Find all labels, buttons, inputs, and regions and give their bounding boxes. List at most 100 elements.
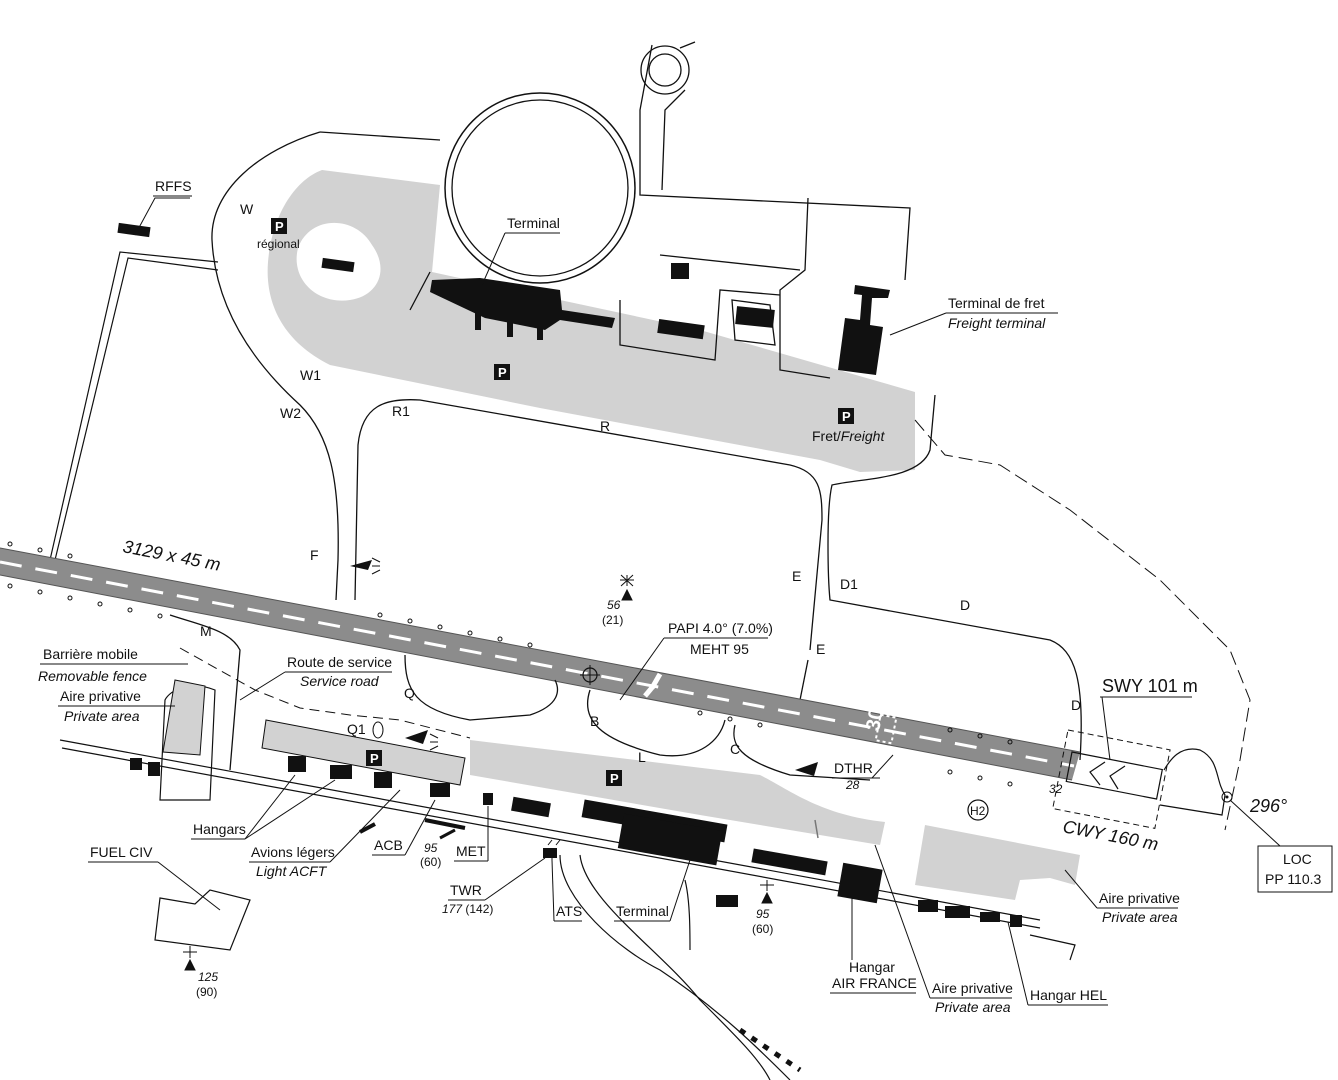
- obstacle-icon: [760, 880, 774, 904]
- runway-edge-n: [0, 547, 1081, 753]
- label-taxiway-w1: W1: [300, 367, 321, 383]
- obstacle-icon: [183, 946, 197, 971]
- label-aire-privative-2-fr: Aire privative: [932, 980, 1013, 996]
- label-obstacle-60b: (60): [752, 922, 773, 936]
- south-taxiway-outline: [169, 614, 871, 781]
- north-taxiway-outline: [211, 131, 339, 601]
- label-taxiway-w2: W2: [280, 405, 301, 421]
- label-dthr: DTHR: [834, 760, 873, 776]
- runway-centerline: [0, 560, 1075, 768]
- label-barriere-en: Removable fence: [38, 668, 147, 684]
- svg-text:P: P: [842, 409, 851, 424]
- label-cwy: CWY 160 m: [1061, 816, 1160, 854]
- label-threshold-elev: 32: [1049, 782, 1063, 796]
- label-runway-dimensions: 3129 x 45 m: [121, 536, 222, 575]
- building: [321, 257, 355, 273]
- label-swy: SWY 101 m: [1102, 676, 1198, 696]
- runway-designator: 30: [862, 707, 888, 733]
- label-taxiway-d1: D1: [840, 576, 858, 592]
- obstacle-icon: [620, 574, 634, 601]
- label-obstacle-125: 125: [198, 970, 218, 984]
- parking-symbol-south: P: [606, 770, 622, 786]
- windsock-icon: [405, 730, 428, 744]
- label-taxiway-w: W: [240, 201, 254, 217]
- label-twr-elev: 177 (142): [442, 902, 493, 916]
- label-fuel: FUEL CIV: [90, 844, 153, 860]
- label-taxiway-b: B: [590, 713, 599, 729]
- label-taxiway-d2: D: [1071, 697, 1081, 713]
- label-aire-privative-1-fr: Aire privative: [60, 688, 141, 704]
- label-taxiway-m: M: [200, 623, 212, 639]
- label-taxiway-f: F: [310, 547, 319, 563]
- windsock-icon: [350, 560, 372, 570]
- label-aire-privative-3-en: Private area: [1102, 909, 1178, 925]
- label-taxiway-d: D: [960, 597, 970, 613]
- lighting-icon: [371, 557, 561, 860]
- label-taxiway-q1: Q1: [347, 721, 366, 737]
- south-access-road: [559, 854, 1076, 1080]
- light-aircraft-apron: [261, 719, 466, 786]
- label-route-service-fr: Route de service: [287, 654, 392, 670]
- rffs-building: [117, 222, 151, 238]
- label-hangar-af-1: Hangar: [849, 959, 895, 975]
- label-rffs: RFFS: [155, 178, 192, 194]
- label-hangars: Hangars: [193, 821, 246, 837]
- label-bearing: 296°: [1249, 796, 1287, 816]
- label-freight-parking: Fret/Freight: [812, 428, 885, 444]
- freight-terminal-building: [838, 285, 890, 375]
- stopway: [1065, 751, 1164, 800]
- svg-text:P: P: [275, 219, 284, 234]
- parking-symbol-freight: P: [838, 408, 854, 424]
- terminal-roundabout-large: [444, 92, 636, 284]
- label-light-acft-fr: Avions légers: [251, 844, 335, 860]
- parking-symbol-light: P: [366, 750, 382, 766]
- label-obstacle-90: (90): [196, 985, 217, 999]
- label-ats: ATS: [556, 903, 582, 919]
- svg-text:H2: H2: [970, 804, 986, 818]
- label-obstacle-95b: 95: [756, 907, 770, 921]
- runway-lights: [7, 541, 1013, 787]
- label-taxiway-e2: E: [816, 641, 825, 657]
- label-taxiway-r: R: [600, 418, 610, 434]
- label-met: MET: [456, 843, 486, 859]
- label-twr: TWR: [450, 882, 482, 898]
- label-taxiway-q: Q: [404, 685, 415, 701]
- private-area-east: [915, 825, 1080, 900]
- label-regional: régional: [257, 237, 300, 251]
- svg-text:P: P: [498, 365, 507, 380]
- label-loc-2: PP 110.3: [1265, 871, 1322, 887]
- parking-symbol-regional: P: [271, 218, 287, 234]
- terminal-building: [430, 278, 615, 330]
- label-obstacle-95a: 95: [424, 841, 438, 855]
- label-obstacle-21: (21): [602, 613, 623, 627]
- label-aire-privative-2-en: Private area: [935, 999, 1011, 1015]
- label-hangar-af-2: AIR FRANCE: [832, 975, 917, 991]
- label-freight-terminal-en: Freight terminal: [948, 315, 1046, 331]
- private-area-west: [162, 679, 206, 756]
- loc-box: [1257, 845, 1333, 893]
- label-acb: ACB: [374, 837, 403, 853]
- label-papi: PAPI 4.0° (7.0%): [668, 620, 773, 636]
- clearway: [1052, 729, 1171, 829]
- label-taxiway-l: L: [638, 749, 646, 765]
- label-taxiway-e: E: [792, 568, 801, 584]
- label-meht: MEHT 95: [690, 641, 749, 657]
- label-aire-privative-3-fr: Aire privative: [1099, 890, 1180, 906]
- label-dthr-elev: 28: [845, 778, 860, 792]
- main-south-apron: [470, 740, 885, 845]
- threshold-markings: [874, 713, 898, 745]
- label-loc-1: LOC: [1283, 851, 1312, 867]
- perimeter-fence: [914, 419, 1251, 831]
- label-terminal-south: Terminal: [616, 903, 669, 919]
- label-freight-terminal-fr: Terminal de fret: [948, 295, 1045, 311]
- svg-text:P: P: [370, 751, 379, 766]
- south-buildings: [130, 756, 1022, 927]
- label-light-acft-en: Light ACFT: [256, 863, 328, 879]
- label-route-service-en: Service road: [300, 673, 380, 689]
- runway-edge-s: [0, 574, 1073, 781]
- windsock-icon: [795, 762, 818, 776]
- label-obstacle-56: 56: [607, 598, 621, 612]
- label-obstacle-60a: (60): [420, 855, 441, 869]
- heliport-h2: [967, 799, 989, 821]
- label-barriere-fr: Barrière mobile: [43, 646, 138, 662]
